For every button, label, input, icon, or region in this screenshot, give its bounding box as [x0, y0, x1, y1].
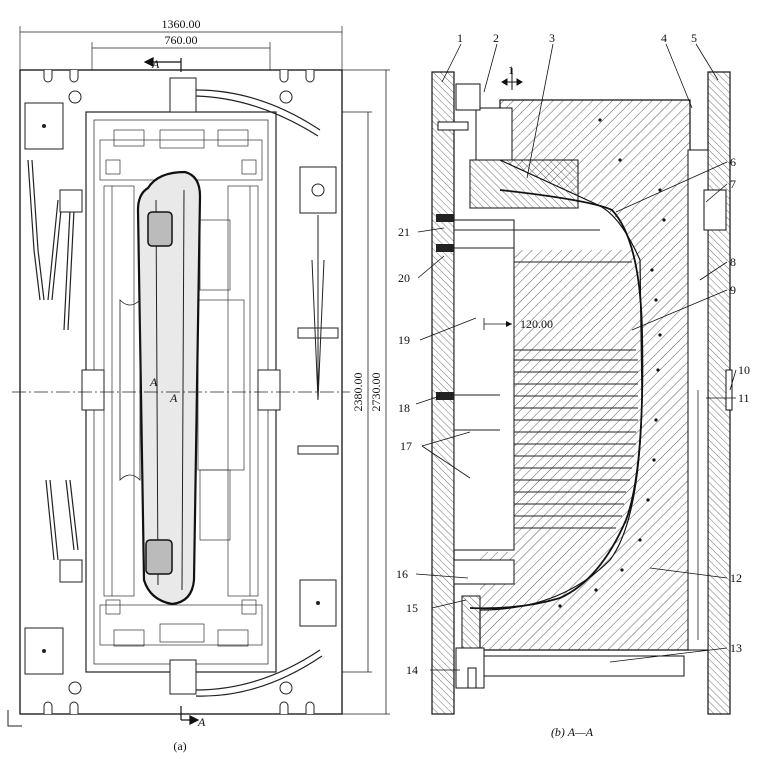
axis-symbol — [7, 710, 22, 727]
section-mark-center-1: A — [149, 375, 158, 389]
part-label-18: 18 — [398, 401, 410, 415]
section-mark-center-2: A — [169, 391, 178, 405]
part-label-21: 21 — [398, 225, 410, 239]
part-label-19: 19 — [398, 333, 410, 347]
part-label-1: 1 — [457, 31, 463, 45]
caption-b: (b) A—A — [551, 725, 594, 739]
dim-overall-width: 1360.00 — [162, 17, 201, 31]
part-label-16: 16 — [396, 567, 408, 581]
view-marker: 1 — [508, 63, 514, 77]
plan-view: 1360.00 760.00 2380.00 2730.00 — [7, 17, 390, 753]
bumper-part — [119, 170, 202, 606]
dim-detail-offset: 120.00 — [520, 317, 553, 331]
part-label-17: 17 — [400, 439, 412, 453]
part-label-9: 9 — [730, 283, 736, 297]
leader-lines — [415, 43, 737, 671]
part-contour — [469, 189, 644, 610]
part-label-12: 12 — [730, 571, 742, 585]
dim-inner-width: 760.00 — [165, 33, 198, 47]
section-view: 1 120.00 — [396, 31, 750, 739]
part-label-6: 6 — [730, 155, 736, 169]
section-mark-top: A — [151, 57, 160, 71]
part-label-15: 15 — [406, 601, 418, 615]
dim-inner-height: 2380.00 — [351, 373, 365, 412]
part-label-7: 7 — [730, 177, 736, 191]
part-label-3: 3 — [549, 31, 555, 45]
part-labels: 1 2 3 4 5 6 7 8 9 10 11 12 13 14 15 16 1… — [396, 31, 750, 677]
part-label-13: 13 — [730, 641, 742, 655]
part-label-5: 5 — [691, 31, 697, 45]
part-label-10: 10 — [738, 363, 750, 377]
part-label-2: 2 — [493, 31, 499, 45]
part-label-8: 8 — [730, 255, 736, 269]
section-mark-bottom: A — [197, 715, 206, 729]
caption-a: (a) — [173, 739, 186, 753]
part-label-14: 14 — [406, 663, 418, 677]
part-label-11: 11 — [738, 391, 750, 405]
part-label-4: 4 — [661, 31, 667, 45]
part-label-20: 20 — [398, 271, 410, 285]
dim-overall-height: 2730.00 — [369, 373, 383, 412]
